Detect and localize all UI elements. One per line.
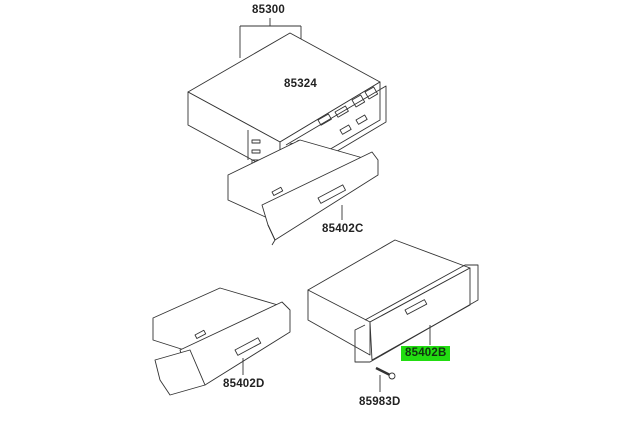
part-label-85402b[interactable]: 85402B	[401, 346, 451, 361]
screw-85983d-drawing	[375, 366, 396, 392]
box-85402b-drawing	[307, 239, 479, 363]
part-label-85300[interactable]: 85300	[252, 4, 285, 16]
part-label-85402d[interactable]: 85402D	[223, 378, 265, 390]
part-label-85402c[interactable]: 85402C	[322, 223, 364, 235]
tray-85402d-drawing	[152, 287, 291, 396]
part-label-85324[interactable]: 85324	[284, 78, 317, 90]
part-label-85983d[interactable]: 85983D	[359, 396, 401, 408]
tray-85402c-drawing	[227, 139, 379, 246]
